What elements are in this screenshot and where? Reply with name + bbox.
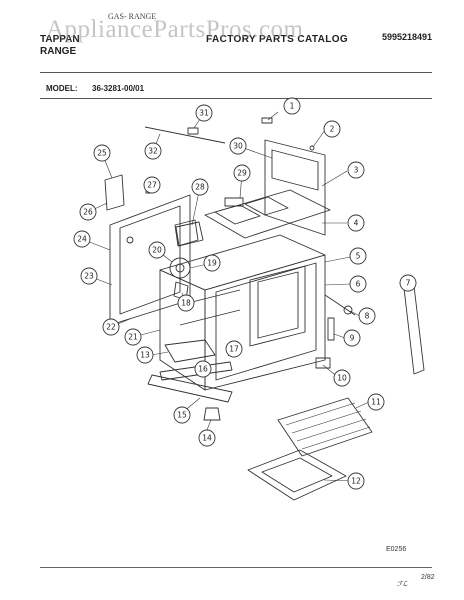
callout-27: 27 (143, 176, 161, 194)
callout-15: 15 (173, 406, 191, 424)
brand-line: TAPPAN (40, 34, 80, 45)
svg-text:13: 13 (140, 351, 150, 360)
callout-10: 10 (333, 369, 351, 387)
svg-text:16: 16 (198, 365, 208, 374)
oven-front-frame (204, 254, 326, 391)
callout-24: 24 (73, 230, 91, 248)
callout-30: 30 (229, 137, 247, 155)
svg-text:10: 10 (337, 374, 347, 383)
callout-7: 7 (399, 274, 417, 292)
callout-18: 18 (177, 294, 195, 312)
catalog-title: FACTORY PARTS CATALOG (206, 34, 349, 45)
callout-21: 21 (124, 328, 142, 346)
callout-17: 17 (225, 340, 243, 358)
svg-text:24: 24 (77, 235, 87, 244)
svg-text:28: 28 (195, 183, 205, 192)
vent-bracket (104, 174, 199, 247)
oven-rack (277, 397, 373, 457)
callout-20: 20 (148, 241, 166, 259)
svg-text:29: 29 (237, 169, 247, 178)
cooktop-panel (204, 189, 331, 239)
callout-25: 25 (93, 144, 111, 162)
header-rule (40, 72, 432, 73)
model-rule (40, 98, 432, 99)
igniter-parts (324, 294, 356, 341)
svg-text:22: 22 (106, 323, 116, 332)
footer-rule (40, 567, 432, 568)
svg-text:18: 18 (181, 299, 191, 308)
callout-14: 14 (198, 429, 216, 447)
svg-text:27: 27 (147, 181, 157, 190)
svg-text:25: 25 (97, 149, 107, 158)
callout-28: 28 (191, 178, 209, 196)
callout-3: 3 (347, 161, 365, 179)
rod-assembly (144, 126, 226, 144)
svg-text:14: 14 (202, 434, 212, 443)
svg-text:21: 21 (128, 333, 138, 342)
svg-text:30: 30 (233, 142, 243, 151)
watermark-logo: AppliancePartsPros.com (46, 16, 304, 43)
range-word: RANGE (40, 46, 77, 57)
svg-text:23: 23 (84, 272, 94, 281)
svg-text:31: 31 (199, 109, 209, 118)
svg-text:7: 7 (406, 279, 411, 288)
catalog-part-number: 5995218491 (382, 32, 433, 42)
svg-text:15: 15 (177, 411, 187, 420)
svg-text:11: 11 (371, 398, 381, 407)
callout-9: 9 (343, 329, 361, 347)
base-strip (147, 374, 233, 421)
callout-12: 12 (347, 472, 365, 490)
screw-part (261, 117, 273, 124)
model-label: MODEL: (46, 84, 78, 93)
svg-text:19: 19 (207, 259, 217, 268)
side-trim-strip (403, 285, 425, 375)
callout-8: 8 (358, 307, 376, 325)
svg-text:3: 3 (354, 166, 359, 175)
callout-26: 26 (79, 203, 97, 221)
oven-box (159, 234, 326, 391)
svg-text:4: 4 (354, 219, 359, 228)
drawing-code: E0256 (386, 546, 407, 553)
callout-4: 4 (347, 214, 365, 232)
bracket-10 (315, 357, 331, 369)
svg-text:9: 9 (350, 334, 355, 343)
svg-text:2: 2 (330, 125, 335, 134)
callout-2: 2 (323, 120, 341, 138)
back-panel (264, 139, 326, 236)
callout-16: 16 (194, 360, 212, 378)
callout-19: 19 (203, 254, 221, 272)
svg-text:1: 1 (290, 102, 295, 111)
svg-text:5: 5 (356, 252, 361, 261)
broiler-pan (247, 449, 347, 501)
svg-text:26: 26 (83, 208, 93, 217)
svg-text:6: 6 (356, 280, 361, 289)
callout-23: 23 (80, 267, 98, 285)
model-number: 36-3281-00/01 (92, 84, 145, 93)
callout-32: 32 (144, 142, 162, 160)
callout-22: 22 (102, 318, 120, 336)
date-code: 2/82 (421, 574, 435, 581)
callout-1: 1 (283, 97, 301, 115)
svg-text:32: 32 (148, 147, 158, 156)
callout-29: 29 (233, 164, 251, 182)
svg-text:8: 8 (365, 312, 370, 321)
callout-11: 11 (367, 393, 385, 411)
callout-5: 5 (349, 247, 367, 265)
svg-text:17: 17 (229, 345, 239, 354)
doc-type-label: GAS- RANGE (108, 12, 157, 21)
initials-mark: ℱℒ (397, 581, 408, 588)
svg-text:20: 20 (152, 246, 162, 255)
callout-13: 13 (136, 346, 154, 364)
svg-text:12: 12 (351, 477, 361, 486)
callout-31: 31 (195, 104, 213, 122)
callout-6: 6 (349, 275, 367, 293)
bottom-trim (159, 339, 233, 381)
